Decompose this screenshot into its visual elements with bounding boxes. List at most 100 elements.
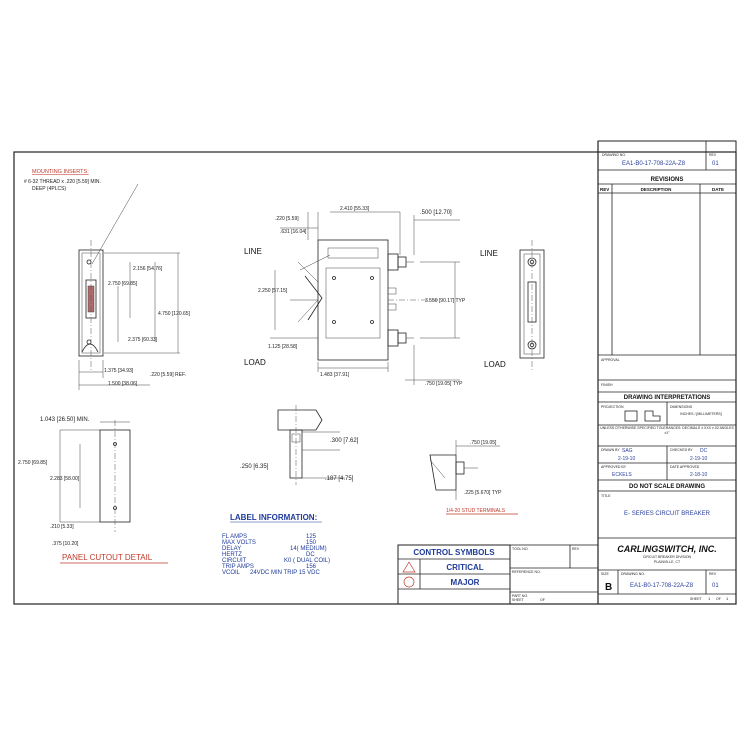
label-val-0: 125	[306, 534, 317, 540]
rev-value-bottom: 01	[712, 583, 719, 589]
dim-side-3: 2.410 [55.33]	[340, 206, 370, 212]
end-load-label: LOAD	[484, 360, 506, 369]
handle-detail: .300 [7.62] .250 [6.35] .187 [4.75]	[240, 405, 359, 485]
dim-handle-2: .250 [6.35]	[240, 464, 269, 470]
label-info-rows: FL AMPS 125 MAX VOLTS 150 DELAY 14( MEDI…	[222, 534, 330, 576]
dim-handle-3: .187 [4.75]	[325, 476, 354, 482]
rev-col-date: DATE	[712, 187, 724, 192]
mounting-inserts-line1: # 6-32 THREAD x .220 [5.59] MIN.	[24, 179, 101, 185]
dim-front-3: 4.750 [120.65]	[158, 311, 191, 317]
mounting-inserts-title: MOUNTING INSERTS:	[32, 169, 89, 175]
tool-no-label: TOOL NO.	[512, 547, 529, 551]
side-line-label: LINE	[244, 247, 262, 256]
dim-side-9: .750 [19.05] TYP	[425, 381, 463, 387]
dim-panel-2: 2.750 [69.85]	[18, 460, 48, 466]
drawing-no-bottom: EA1-B0-17-708-22A-Z8	[630, 583, 694, 589]
end-view: LINE LOAD	[480, 240, 545, 370]
do-not-scale: DO NOT SCALE DRAWING	[629, 484, 705, 490]
approved-by-label: APPROVED BY	[601, 465, 627, 469]
rev-col-rev: REV	[600, 187, 609, 192]
stud-terminals: .750 [19.05] .225 [5.670] TYP 1/4-20 STU…	[429, 440, 518, 515]
checked-by-label: CHECKED BY	[670, 448, 693, 452]
dim-side-1: .220 [5.59]	[275, 216, 299, 222]
revisions-title: REVISIONS	[651, 177, 684, 183]
drawing-frame	[13, 151, 737, 605]
of-label-left: OF	[540, 598, 545, 602]
drawing-no: EA1-B0-17-708-22A-Z8	[622, 161, 686, 167]
label-key-6: VCOIL	[222, 570, 241, 576]
dim-front-2: 2.750 [69.85]	[108, 281, 138, 287]
projection-label: PROJECTION	[601, 405, 624, 409]
label-key-2: DELAY	[222, 546, 241, 552]
size-label: SIZE	[601, 572, 609, 576]
sheets-value: 1	[726, 596, 729, 601]
title-block: DRAWING NO. EA1-B0-17-708-22A-Z8 REV 01 …	[512, 140, 737, 605]
dim-side-2: .631 [16.04]	[280, 229, 307, 235]
panel-cutout-detail: 1.043 [26.50] MIN. 2.750 [69.85] 2.283 […	[18, 417, 168, 564]
side-view: LINE LOAD .2	[244, 206, 466, 387]
dim-side-7: 1.125 [28.58]	[268, 344, 298, 350]
label-val-3: DC	[306, 552, 315, 558]
third-angle-projection-icon	[624, 410, 661, 422]
label-val-1: 150	[306, 540, 317, 546]
checked-date: 2-19-10	[690, 456, 707, 462]
dwg-no-label-bottom: DRAWING NO.	[621, 572, 645, 576]
sheet-value: 1	[708, 596, 711, 601]
dim-front-4: 2.375 [60.33]	[128, 337, 158, 343]
tolerance-text: UNLESS OTHERWISE SPECIFIED TOLERANCES: D…	[600, 426, 734, 435]
rev-cell-label: REV	[572, 547, 580, 551]
date-approved-label: DATE APPROVED	[670, 465, 700, 469]
panel-cutout-title: PANEL CUTOUT DETAIL	[62, 553, 153, 562]
drawn-by: SAG	[622, 448, 633, 454]
company-city: PLAINVILLE, CT	[654, 560, 681, 564]
stud-terminals-title: 1/4-20 STUD TERMINALS	[446, 508, 506, 514]
dim-side-8: 1.483 [37.91]	[320, 372, 350, 378]
dim-panel-4: .210 [5.33]	[50, 524, 74, 530]
dim-front-7: .220 [5.59] REF.	[150, 372, 186, 378]
dim-stud-1: .750 [19.05]	[470, 440, 497, 446]
drawn-by-label: DRAWN BY	[601, 448, 620, 452]
title-label: TITLE	[601, 494, 611, 498]
rev-label-bottom: REV	[709, 572, 717, 576]
end-line-label: LINE	[480, 249, 498, 258]
mounting-inserts-line2: DEEP (4PLCS)	[32, 186, 66, 192]
control-symbols-title: CONTROL SYMBOLS	[413, 548, 495, 557]
dim-side-5: 2.250 [57.15]	[258, 288, 288, 294]
reference-no-label: REFERENCE NO.	[512, 570, 541, 574]
dim-side-4: .500 [12.70]	[420, 210, 452, 216]
label-key-4: CIRCUIT	[222, 558, 247, 564]
control-major: MAJOR	[451, 578, 480, 587]
control-symbols-box: CONTROL SYMBOLS CRITICAL MAJOR	[397, 544, 511, 605]
of-label: OF	[716, 597, 721, 601]
dim-front-5: 1.375 [34.93]	[104, 368, 134, 374]
drawing-title: E- SERIES CIRCUIT BREAKER	[624, 511, 711, 517]
approval-label: APPROVAL	[601, 358, 620, 362]
dim-front-6: 1.500 [38.06]	[108, 381, 138, 387]
front-view: 2.156 [54.76] 2.750 [69.85] 4.750 [120.6…	[78, 240, 191, 390]
reference-cells: TOOL NO. REV REFERENCE NO. PART NO.	[509, 544, 599, 605]
dim-panel-3: 2.283 [58.00]	[50, 476, 80, 482]
drawn-date: 2-19-10	[618, 456, 635, 462]
rev-label: REV	[709, 153, 717, 157]
part-no-label: PART NO.	[512, 594, 528, 598]
critical-triangle-icon	[402, 561, 416, 573]
dim-stud-2: .225 [5.670] TYP	[464, 490, 502, 496]
size-value: B	[605, 582, 612, 593]
label-key-1: MAX VOLTS	[222, 540, 256, 546]
drawing-no-label: DRAWING NO.	[602, 153, 626, 157]
sheet-label-left: SHEET	[512, 598, 525, 602]
sheet-label: SHEET	[690, 597, 703, 601]
rev-col-description: DESCRIPTION	[641, 187, 672, 192]
dim-side-6: 3.550 [90.17] TYP	[425, 298, 466, 304]
label-val-4: K0 ( DUAL COIL)	[284, 558, 330, 564]
approved-by: ECKELS	[612, 472, 632, 478]
interpretations-title: DRAWING INTERPRETATIONS	[624, 395, 710, 401]
dimensions-values: INCHES / [MILLIMETERS]	[680, 412, 721, 416]
label-info-title: LABEL INFORMATION:	[230, 513, 317, 522]
control-critical: CRITICAL	[446, 563, 483, 572]
label-key-3: HERTZ	[222, 552, 242, 558]
company-sub: CIRCUIT BREAKER DIVISION	[643, 555, 692, 559]
company-name: CARLINGSWITCH, INC.	[617, 544, 717, 554]
mounting-inserts-note: MOUNTING INSERTS: # 6-32 THREAD x .220 […	[24, 169, 139, 265]
